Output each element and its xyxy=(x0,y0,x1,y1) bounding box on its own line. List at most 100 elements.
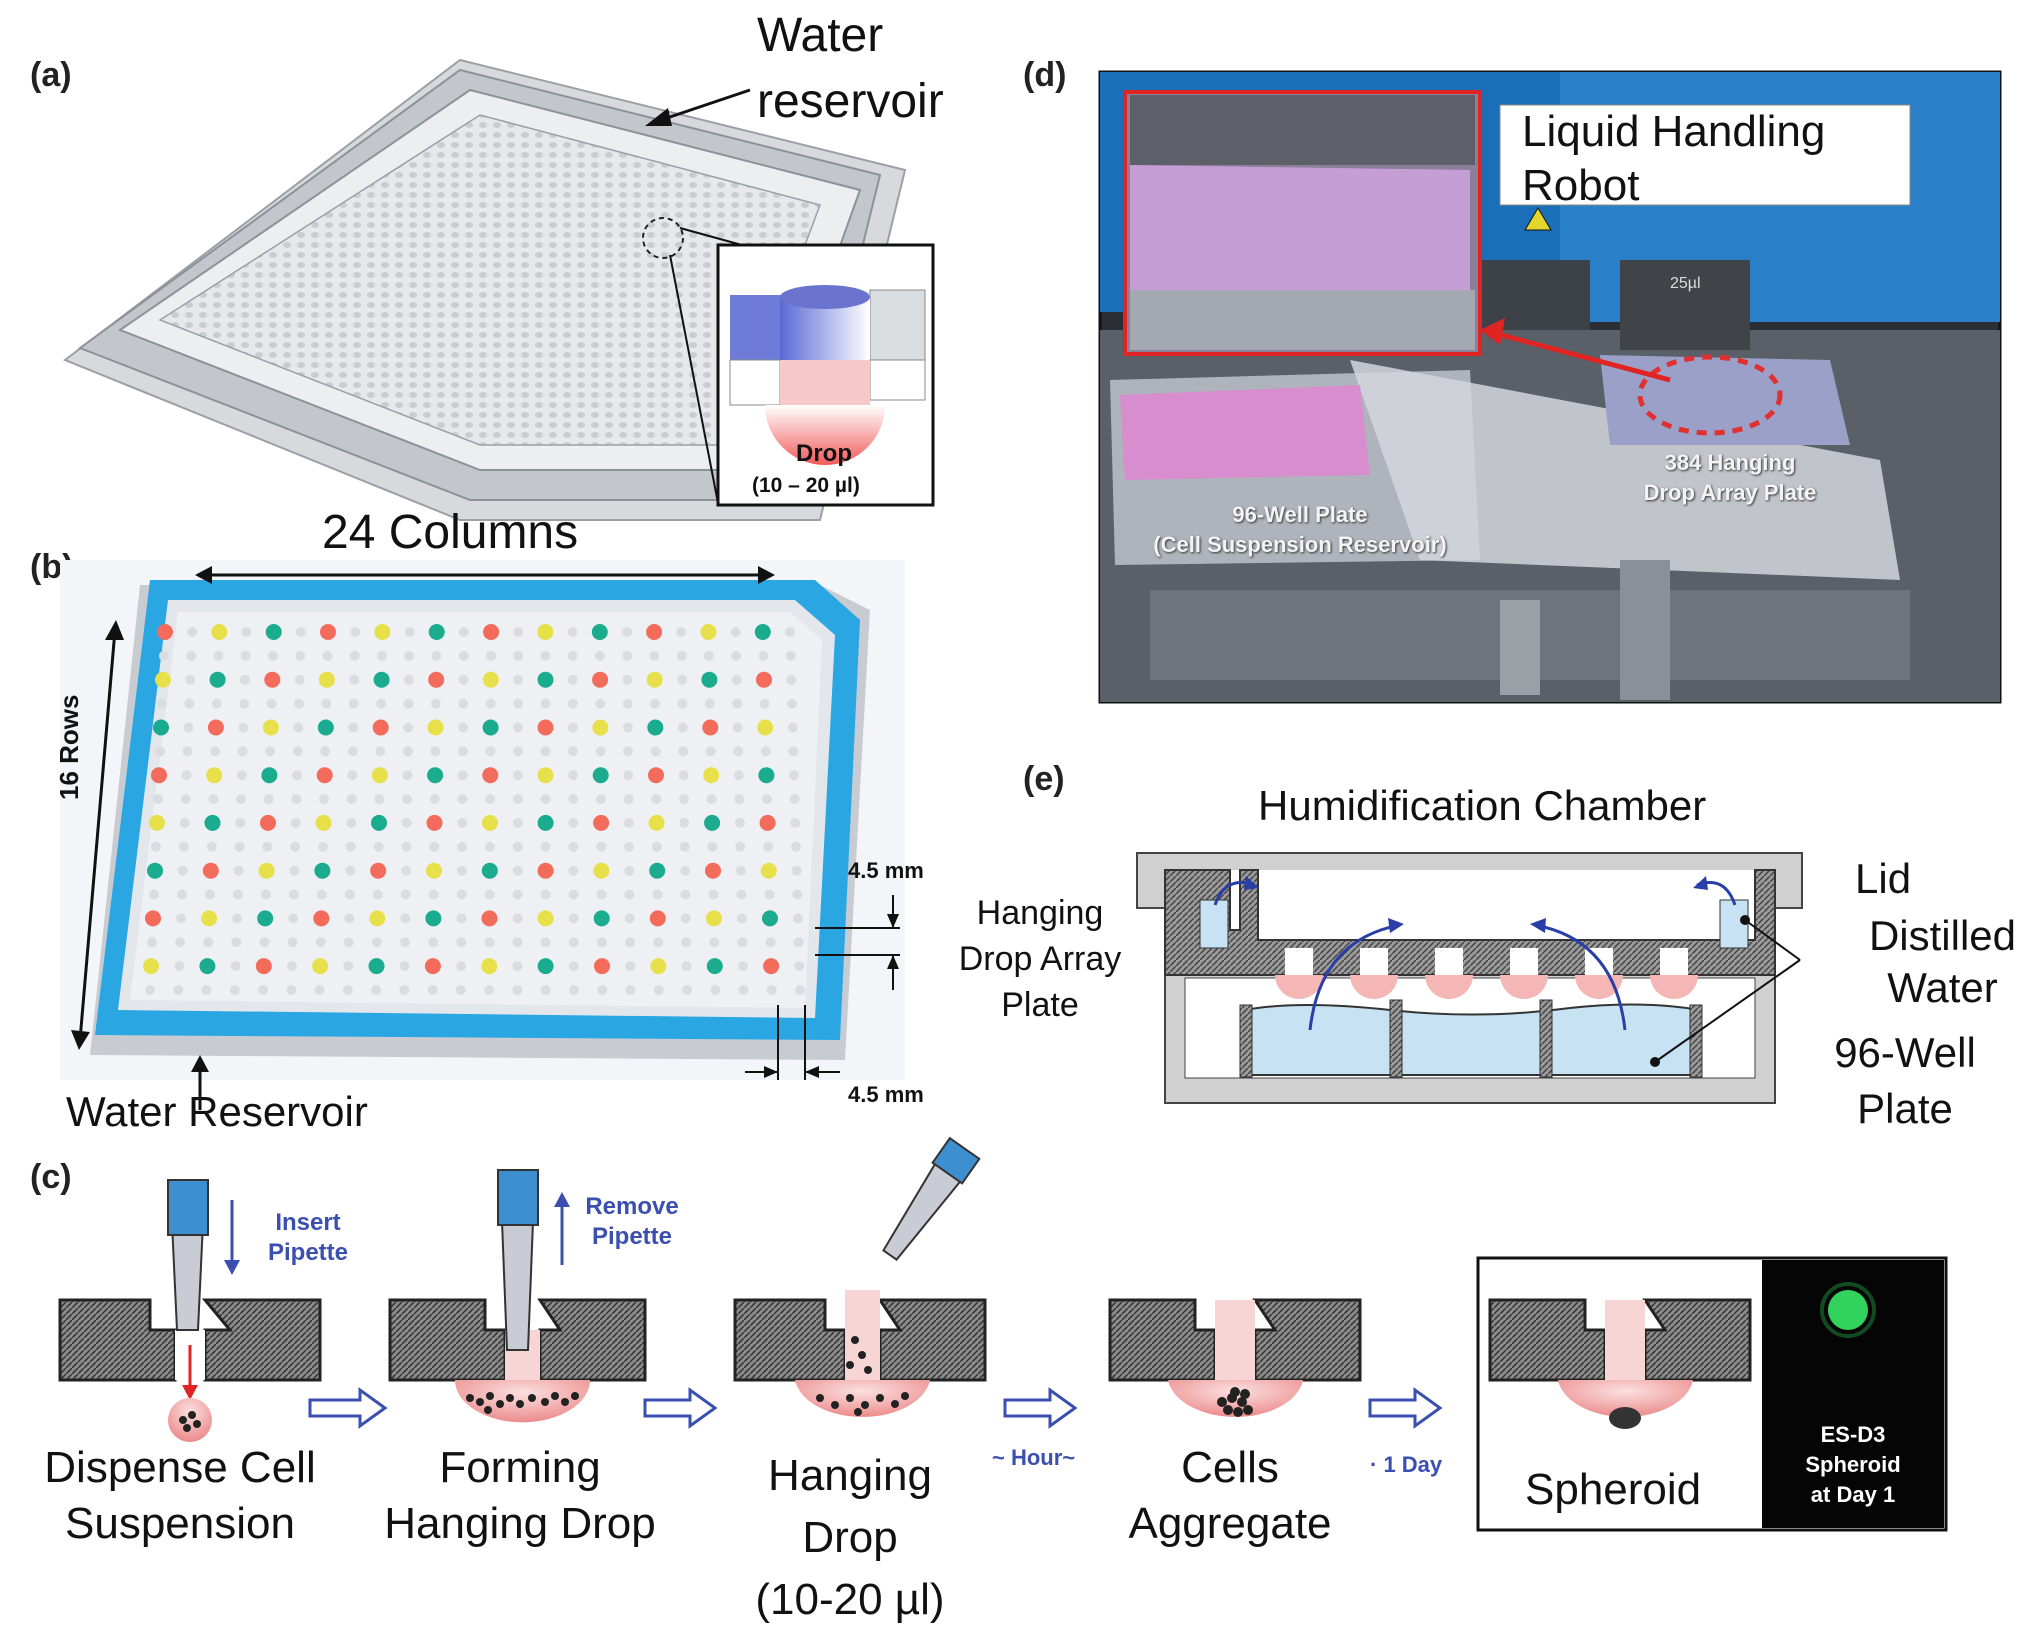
well xyxy=(201,910,218,927)
well xyxy=(537,671,554,688)
well xyxy=(151,767,167,784)
well xyxy=(287,937,298,948)
well xyxy=(203,937,214,948)
well xyxy=(705,746,716,757)
step1-line1: Dispense Cell xyxy=(44,1443,316,1492)
well xyxy=(370,862,387,879)
well xyxy=(320,624,336,640)
well xyxy=(758,767,775,784)
well xyxy=(258,985,268,995)
well xyxy=(369,910,386,927)
panel-e-letter: (e) xyxy=(1023,760,1065,798)
well xyxy=(596,841,607,852)
well xyxy=(457,841,468,852)
step2-line2: Hanging Drop xyxy=(384,1499,656,1548)
well xyxy=(512,770,523,781)
well xyxy=(481,862,498,879)
well xyxy=(458,674,469,685)
well xyxy=(264,671,281,688)
well xyxy=(430,698,441,709)
well xyxy=(763,841,774,852)
well xyxy=(371,985,382,995)
well xyxy=(177,889,187,900)
well xyxy=(456,889,467,900)
well xyxy=(760,746,771,757)
well xyxy=(373,671,390,688)
well xyxy=(540,889,551,900)
well xyxy=(187,627,198,637)
well xyxy=(732,698,743,709)
well xyxy=(173,985,184,995)
drop-label: Drop xyxy=(796,440,852,467)
well xyxy=(653,985,664,995)
well xyxy=(788,746,799,757)
well xyxy=(540,794,551,805)
well xyxy=(231,937,242,948)
well xyxy=(151,841,161,852)
well xyxy=(315,814,332,831)
well xyxy=(594,958,610,975)
step1-line2: Suspension xyxy=(65,1499,295,1548)
well xyxy=(180,794,191,805)
well xyxy=(681,961,692,972)
well xyxy=(484,841,495,852)
well xyxy=(235,817,246,828)
well xyxy=(401,865,412,876)
well xyxy=(174,961,185,972)
well xyxy=(155,671,171,688)
distilled-water-line2: Water xyxy=(1887,964,1998,1011)
well xyxy=(649,862,666,879)
well xyxy=(485,698,496,709)
well xyxy=(401,841,412,852)
well xyxy=(155,746,165,757)
well xyxy=(484,889,495,900)
distilled-water-label: Distilled Water xyxy=(1855,910,2030,1014)
well xyxy=(236,794,246,805)
well xyxy=(458,698,469,709)
panel-d-letter: (d) xyxy=(1023,56,1067,94)
well xyxy=(261,767,278,784)
well xyxy=(481,958,498,975)
well xyxy=(236,770,247,781)
fluorescence-line1: ES-D3 xyxy=(1820,1422,1886,1447)
well xyxy=(730,627,741,637)
well xyxy=(679,841,690,852)
well xyxy=(345,865,356,876)
well xyxy=(204,814,221,831)
well xyxy=(346,817,357,828)
well xyxy=(568,817,579,828)
well xyxy=(182,746,193,757)
step1-well xyxy=(58,1179,322,1442)
well xyxy=(229,985,240,995)
well xyxy=(482,719,499,736)
well xyxy=(646,624,663,640)
well xyxy=(766,985,777,995)
well xyxy=(349,674,360,685)
columns-label: 24 Columns xyxy=(322,506,579,559)
well xyxy=(704,814,721,831)
robot-label-line2: Robot xyxy=(1522,161,1640,210)
well xyxy=(258,862,275,879)
spacing-bottom-label: 4.5 mm xyxy=(848,1082,924,1107)
well xyxy=(290,817,301,828)
arrow3-label: ~ Hour~ xyxy=(992,1445,1076,1470)
well xyxy=(213,650,224,661)
robot-label-line1: Liquid Handling xyxy=(1522,107,1826,156)
step2-line1: Forming xyxy=(439,1443,601,1492)
well xyxy=(457,817,468,828)
well xyxy=(455,985,466,995)
well xyxy=(426,814,443,831)
well xyxy=(649,910,666,927)
well xyxy=(211,698,222,709)
well xyxy=(179,817,190,828)
step4-label: Cells Aggregate xyxy=(1090,1440,1370,1552)
well xyxy=(344,889,355,900)
well xyxy=(537,719,554,736)
well xyxy=(765,937,776,948)
well xyxy=(623,817,634,828)
well xyxy=(266,698,277,709)
insert-pipette-line2: Pipette xyxy=(267,1239,348,1266)
well xyxy=(537,958,554,975)
well xyxy=(403,698,414,709)
well xyxy=(737,937,748,948)
